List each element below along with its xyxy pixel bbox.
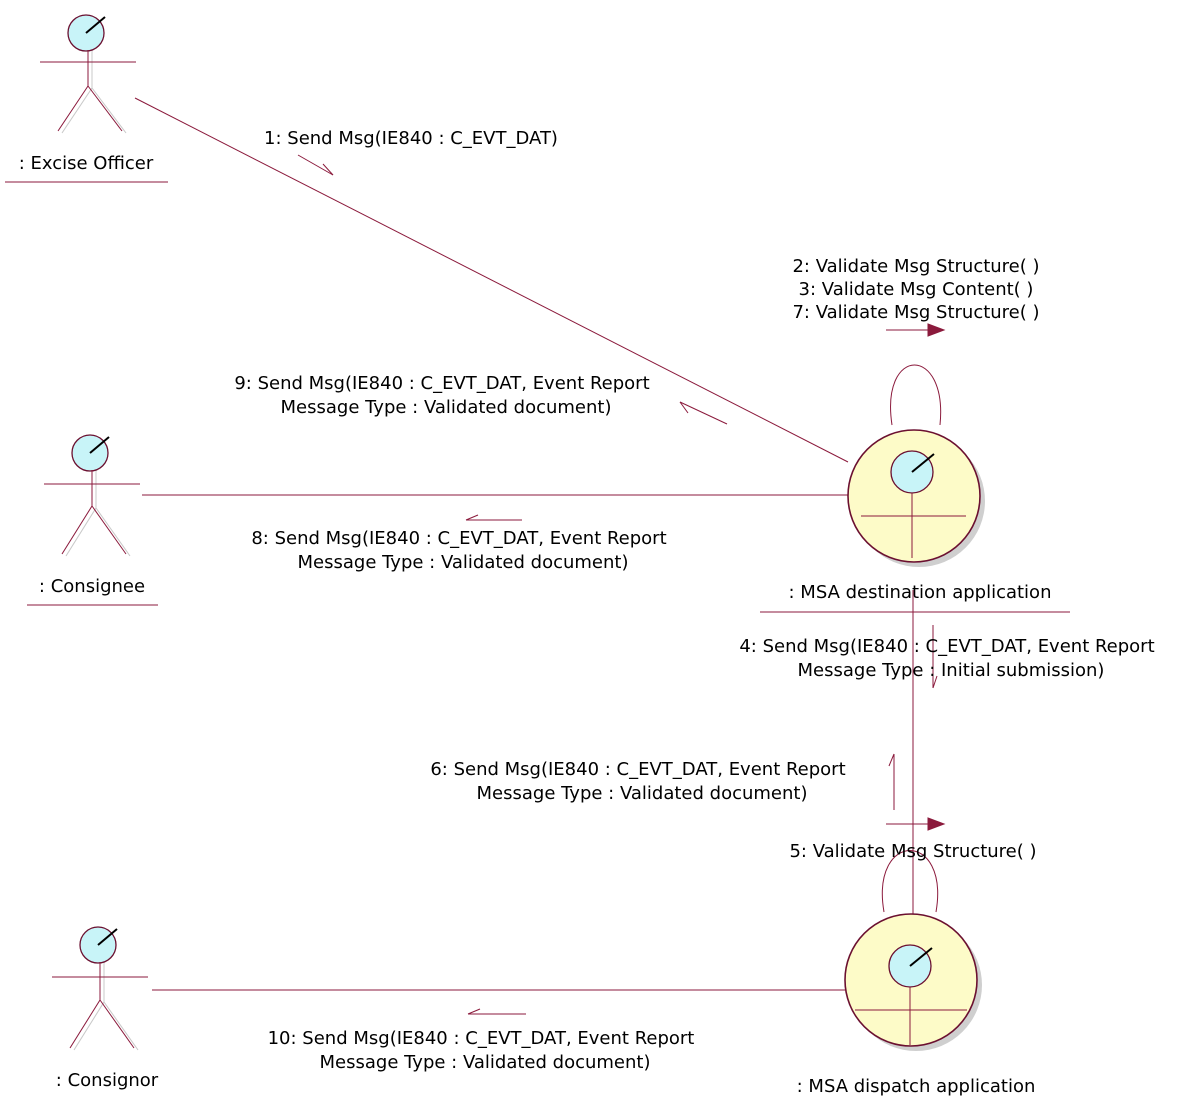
arrow-m4 [932,625,938,689]
message-label-3: 3: Validate Msg Content( ) [799,279,1034,300]
message-label-8-line1: 8: Send Msg(IE840 : C_EVT_DAT, Event Rep… [251,528,666,549]
link-excise-officer-to-destination [134,97,849,463]
self-loop-destination [890,364,942,426]
message-label-10-line2: Message Type : Validated document) [320,1052,651,1073]
actor-label-consignor: : Consignor [56,1070,159,1091]
message-label-2: 2: Validate Msg Structure( ) [792,256,1039,277]
arrow-m6 [888,753,895,810]
message-label-7: 7: Validate Msg Structure( ) [792,302,1039,323]
object-msa-destination[interactable]: : MSA destination application [760,429,1070,613]
object-msa-dispatch[interactable]: : MSA dispatch application [797,913,1036,1097]
actor-label-consignee: : Consignee [39,576,145,597]
arrow-m5 [886,817,946,831]
actor-consignee[interactable]: : Consignee [27,434,158,606]
object-label-msa-destination: : MSA destination application [789,582,1052,603]
message-label-9-line2: Message Type : Validated document) [281,397,612,418]
message-label-4-line1: 4: Send Msg(IE840 : C_EVT_DAT, Event Rep… [739,636,1154,657]
self-loop-dispatch [881,850,939,913]
message-label-10-line1: 10: Send Msg(IE840 : C_EVT_DAT, Event Re… [268,1028,695,1049]
arrow-m10 [467,1008,526,1015]
arrow-m1 [297,154,334,176]
arrow-m2-3-7 [886,323,946,337]
object-label-msa-dispatch: : MSA dispatch application [797,1076,1036,1097]
message-label-5: 5: Validate Msg Structure( ) [789,841,1036,862]
actor-label-excise-officer: : Excise Officer [19,153,154,174]
arrow-m9 [679,401,728,425]
actor-excise-officer[interactable]: : Excise Officer [5,14,168,183]
message-label-6-line1: 6: Send Msg(IE840 : C_EVT_DAT, Event Rep… [430,759,845,780]
actor-consignor[interactable]: : Consignor [52,926,159,1091]
boundary-object-icon [847,429,981,563]
arrow-m8 [465,514,522,521]
message-label-8-line2: Message Type : Validated document) [298,552,629,573]
message-label-4-line2: Message Type : Initial submission) [798,660,1105,681]
message-label-9-line1: 9: Send Msg(IE840 : C_EVT_DAT, Event Rep… [234,373,649,394]
message-label-6-line2: Message Type : Validated document) [477,783,808,804]
message-label-1: 1: Send Msg(IE840 : C_EVT_DAT) [264,128,558,149]
